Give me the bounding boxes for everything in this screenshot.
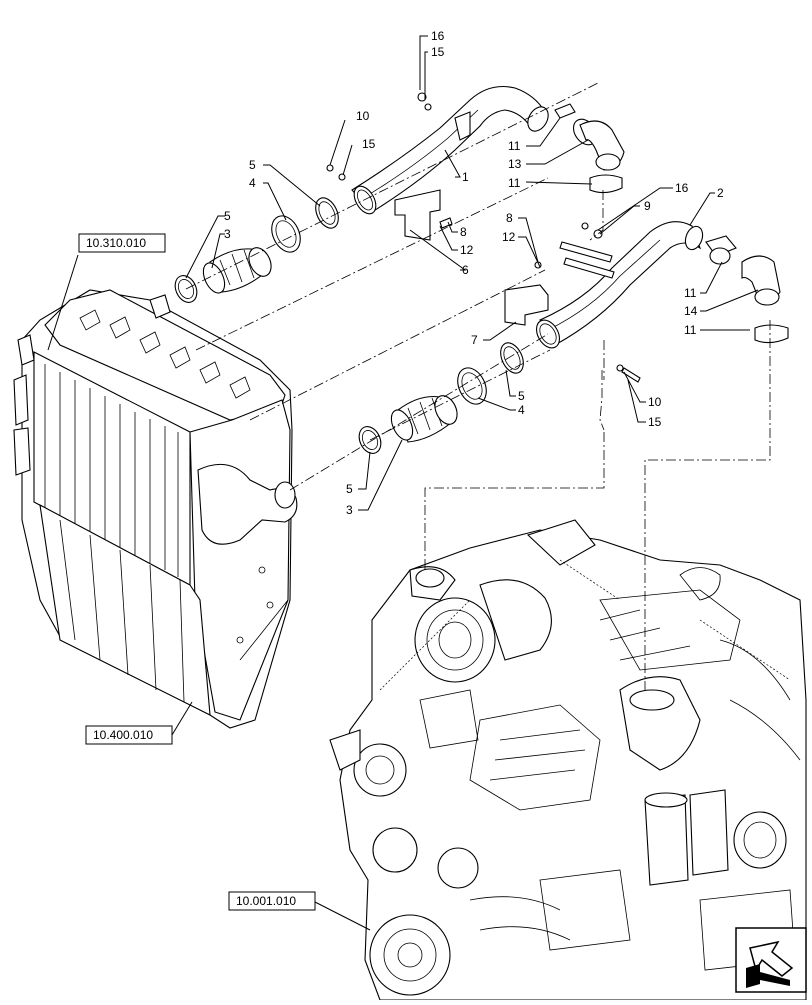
upper-elbow-set [554,103,625,194]
callout-15-top: 15 [431,45,445,59]
intercooler-radiator [13,289,298,729]
callout-5-upper-b: 5 [224,209,231,223]
callout-13: 13 [508,157,522,171]
reference-label: 10.310.010 [86,236,146,250]
callout-8-lower: 8 [506,211,513,225]
callout-2: 2 [717,186,724,200]
callout-4-upper: 4 [249,176,256,190]
callout-11-right-a: 11 [684,286,697,300]
callout-4-lower: 4 [518,403,525,417]
callout-5-upper-a: 5 [249,158,256,172]
leader-lines [47,35,759,931]
callout-5-lower-b: 5 [346,482,353,496]
callout-14: 14 [684,304,698,318]
reference-link-10-001-010[interactable]: 10.001.010 [228,891,316,911]
upper-charge-air-pipe [326,85,549,241]
callout-labels: 16 15 10 15 11 13 1 11 5 4 5 3 16 9 2 8 … [224,29,724,517]
callout-7: 7 [471,333,478,347]
callout-12-upper: 12 [460,243,474,257]
callout-6: 6 [462,263,469,277]
arrow-icon[interactable] [735,927,807,993]
reference-label: 10.400.010 [93,728,153,742]
callout-12-lower: 12 [502,230,516,244]
reference-link-10-400-010[interactable]: 10.400.010 [85,725,173,745]
callout-16-right: 16 [675,181,689,195]
callout-3-lower: 3 [346,503,353,517]
lower-hose-set [358,342,524,454]
reference-label: 10.001.010 [236,894,296,908]
engine [329,519,807,1001]
callout-15-lower: 15 [648,415,662,429]
lower-charge-air-pipe [504,221,704,383]
reference-boxes: 10.310.010 10.400.010 10.001.010 [78,233,316,911]
callout-3-upper: 3 [224,227,231,241]
reference-link-10-310-010[interactable]: 10.310.010 [78,233,166,253]
callout-10-upper: 10 [356,109,370,123]
lower-elbow-set [705,235,789,344]
callout-8-upper: 8 [460,225,467,239]
upper-hose-set [174,197,339,303]
callout-10-lower: 10 [648,395,662,409]
callout-9: 9 [644,199,651,213]
callout-15-upper: 15 [362,137,376,151]
assembly-center-lines [185,81,771,690]
callout-11-upper-a: 11 [508,139,521,153]
callout-1: 1 [462,170,469,184]
callout-5-lower-a: 5 [518,389,525,403]
callout-16-top: 16 [431,29,445,43]
callout-11-right-b: 11 [684,323,697,337]
callout-11-upper-b: 11 [508,176,521,190]
